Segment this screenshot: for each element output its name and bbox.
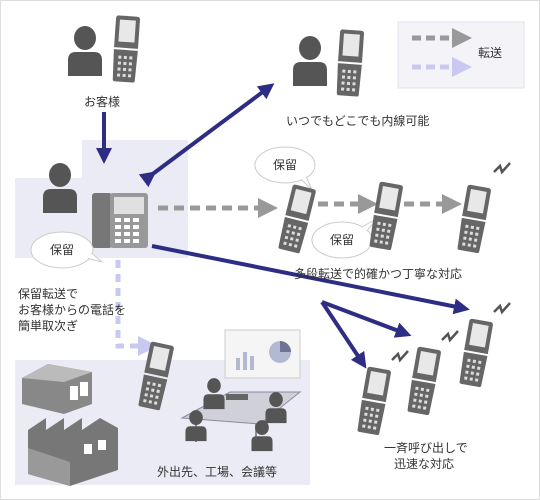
- legend-transfer-label: 転送: [478, 46, 503, 60]
- label-broadcast-2: 迅速な対応: [393, 457, 454, 471]
- label-outside: 外出先、工場、会議等: [157, 465, 278, 479]
- label-anytime: いつでもどこでも内線可能: [286, 114, 430, 128]
- lavender-arrow-outside: [115, 260, 158, 356]
- bubble-text-bottom: 保留: [329, 233, 354, 247]
- label-hold-transfer-2: お客様からの電話を: [18, 303, 127, 317]
- arrow-office-remote: [138, 83, 275, 188]
- label-broadcast-1: 一斉呼び出しで: [384, 441, 468, 455]
- arrow-broadcast-down: [320, 300, 367, 369]
- building-icon: [22, 364, 92, 414]
- arrow-broadcast-mid: [321, 300, 412, 338]
- label-hold-transfer-1: 保留転送で: [18, 287, 79, 301]
- hold-bubble-bottom: [311, 217, 379, 259]
- presentation-screen-icon: [224, 329, 301, 379]
- label-multistage: 多段転送で的確かつ丁寧な対応: [294, 267, 463, 281]
- arrow-broadcast-right: [151, 244, 470, 315]
- hold-bubble-left: [30, 231, 103, 269]
- factory-icon: [28, 418, 118, 486]
- desk-phone-icon: [92, 193, 148, 248]
- label-hold-transfer-3: 簡単取次ぎ: [18, 319, 79, 333]
- legend-box: [397, 21, 525, 89]
- bubble-text-mid: 保留: [272, 158, 297, 172]
- label-customer: お客様: [84, 95, 121, 109]
- hold-bubble-mid: [254, 146, 316, 191]
- bubble-text-left: 保留: [49, 243, 74, 257]
